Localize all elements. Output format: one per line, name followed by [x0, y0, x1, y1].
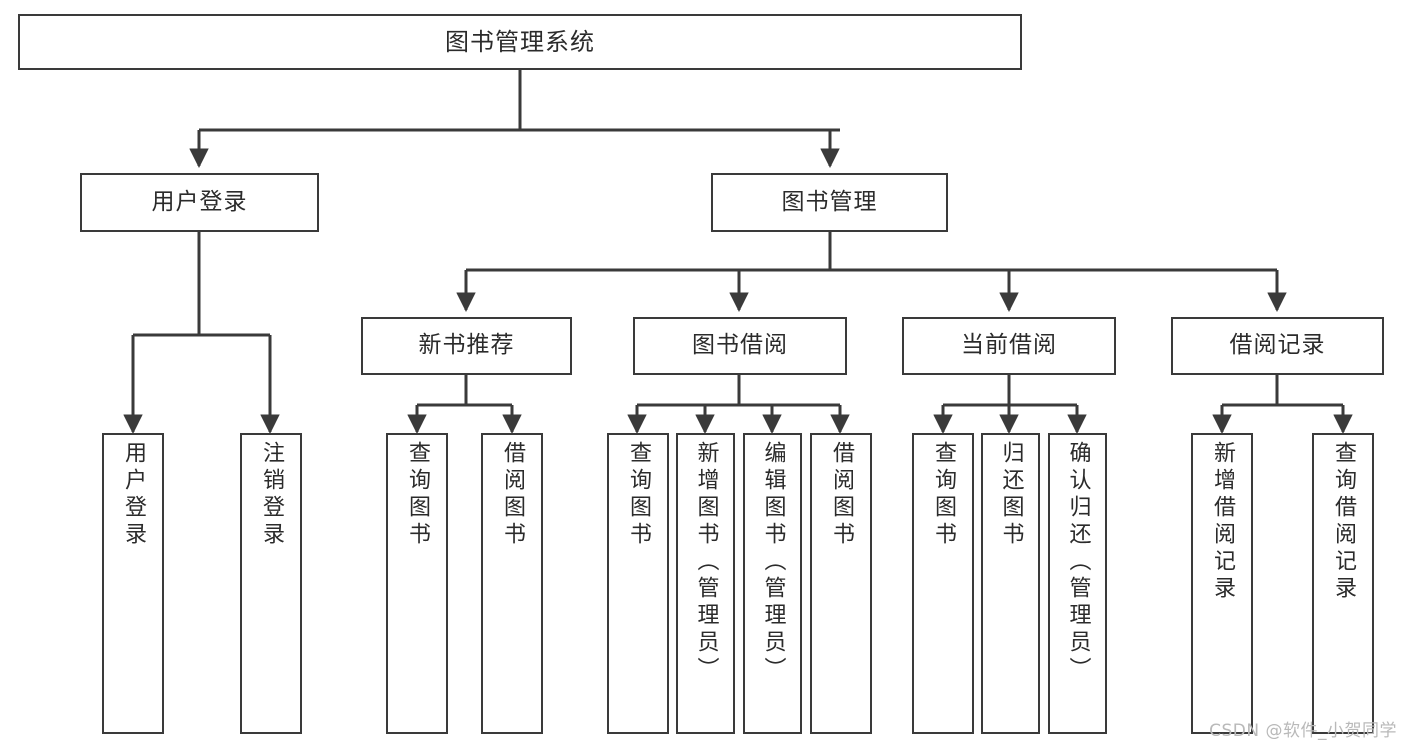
- node-label: 图书借阅: [692, 332, 788, 359]
- node-label: 编辑图书（管理员）: [760, 441, 786, 684]
- node-label: 当前借阅: [961, 332, 1057, 359]
- leaf-confirm-return-admin[interactable]: 确认归还（管理员）: [1048, 433, 1107, 734]
- node-label: 借阅图书: [829, 441, 854, 549]
- node-label: 新书推荐: [418, 332, 515, 359]
- node-label: 查询借阅记录: [1331, 441, 1356, 603]
- leaf-return-book[interactable]: 归还图书: [981, 433, 1040, 734]
- leaf-add-borrow-record[interactable]: 新增借阅记录: [1191, 433, 1253, 734]
- leaf-query-book-borrow[interactable]: 查询图书: [607, 433, 669, 734]
- leaf-query-borrow-record[interactable]: 查询借阅记录: [1312, 433, 1374, 734]
- leaf-user-login[interactable]: 用户登录: [102, 433, 164, 734]
- node-label: 查询图书: [931, 441, 956, 549]
- node-label: 借阅图书: [500, 441, 525, 549]
- node-label: 查询图书: [626, 441, 651, 549]
- node-label: 新增图书（管理员）: [693, 441, 719, 684]
- leaf-edit-book-admin[interactable]: 编辑图书（管理员）: [743, 433, 802, 734]
- node-label: 借阅记录: [1229, 332, 1326, 359]
- leaf-query-book-new[interactable]: 查询图书: [386, 433, 448, 734]
- node-label: 归还图书: [998, 441, 1024, 549]
- node-label: 图书管理系统: [445, 27, 595, 56]
- leaf-add-book-admin[interactable]: 新增图书（管理员）: [676, 433, 735, 734]
- node-label: 图书管理: [781, 188, 878, 215]
- node-label: 用户登录: [121, 441, 146, 549]
- node-label: 新增借阅记录: [1210, 441, 1235, 603]
- node-user-login[interactable]: 用户登录: [80, 173, 319, 232]
- node-borrow-records[interactable]: 借阅记录: [1171, 317, 1384, 375]
- node-book-management[interactable]: 图书管理: [711, 173, 948, 232]
- node-label: 确认归还（管理员）: [1065, 441, 1091, 684]
- watermark: CSDN @软件_小贺同学: [1209, 721, 1397, 741]
- node-new-book-recommend[interactable]: 新书推荐: [361, 317, 572, 375]
- node-book-borrow[interactable]: 图书借阅: [633, 317, 847, 375]
- node-current-borrow[interactable]: 当前借阅: [902, 317, 1116, 375]
- leaf-query-book-current[interactable]: 查询图书: [912, 433, 974, 734]
- node-label: 查询图书: [405, 441, 430, 549]
- leaf-borrow-book-new[interactable]: 借阅图书: [481, 433, 543, 734]
- leaf-borrow-book[interactable]: 借阅图书: [810, 433, 872, 734]
- leaf-logout[interactable]: 注销登录: [240, 433, 302, 734]
- node-root-system[interactable]: 图书管理系统: [18, 14, 1022, 70]
- node-label: 用户登录: [151, 188, 248, 215]
- node-label: 注销登录: [259, 441, 284, 549]
